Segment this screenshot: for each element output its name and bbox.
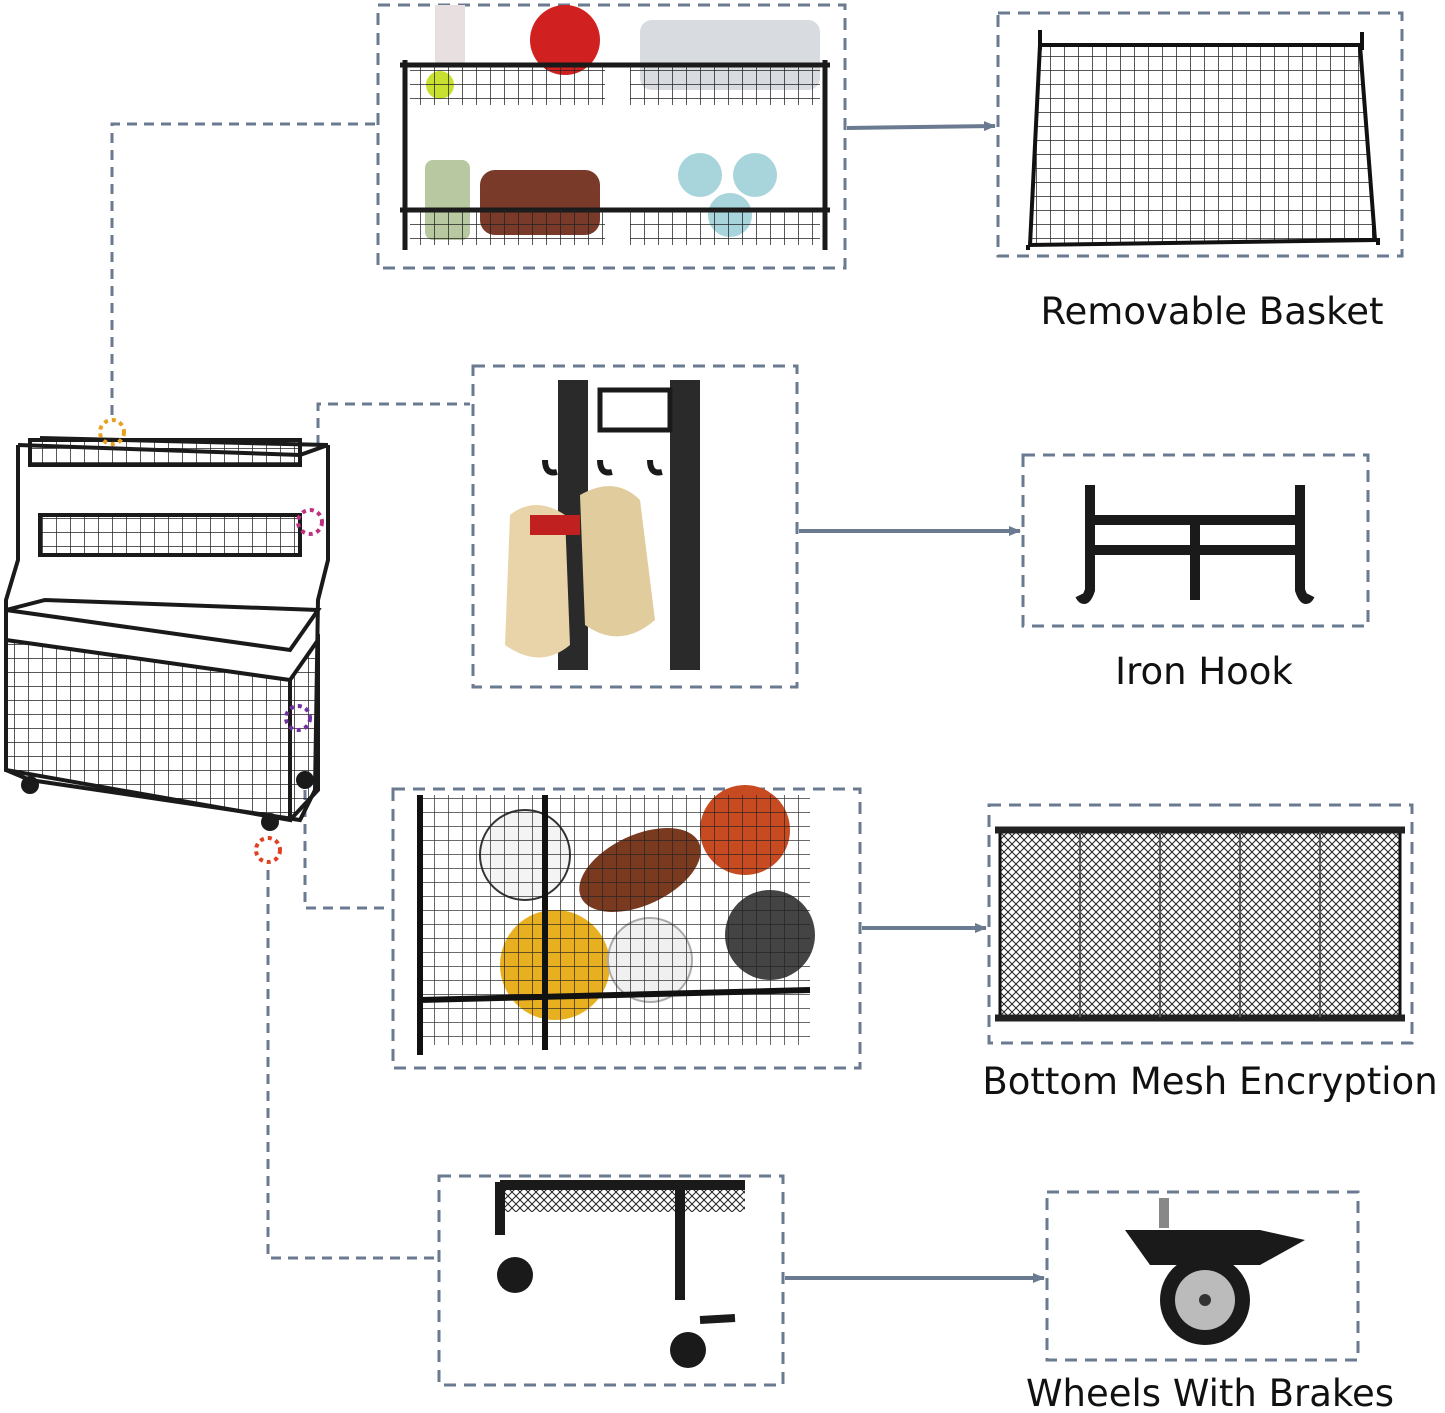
arrow-basket [846,121,996,132]
feature-label-removable-basket: Removable Basket [1040,290,1384,333]
feature-label-bottom-mesh: Bottom Mesh Encryption [982,1060,1438,1103]
wheels-photo [495,1180,745,1368]
detail-frame-hook [1021,453,1370,628]
detail-frame-mesh [987,803,1414,1045]
baskets-photo [400,5,830,250]
double-hook-icon [1075,485,1315,604]
hooks-photo [505,380,700,670]
wire-basket-icon [1026,30,1380,250]
mesh-panel-icon [995,826,1405,1022]
caster-wheel-icon [1125,1198,1305,1345]
photo-frame-baskets [376,3,847,270]
connector-wheel [266,870,436,1260]
photo-frame-balls [391,787,862,1070]
balls-photo [417,785,815,1055]
feature-label-iron-hook: Iron Hook [1115,650,1293,693]
sports-rack-image [4,436,330,831]
photo-frame-wheels [437,1174,785,1387]
photo-frame-hooks [471,364,799,689]
connector-hook [316,402,470,445]
connector-basket [110,122,375,415]
detail-frame-basket [996,11,1404,258]
feature-label-wheels: Wheels With Brakes [1025,1372,1395,1413]
connector-mesh [303,790,390,910]
callout-dots [98,418,324,864]
